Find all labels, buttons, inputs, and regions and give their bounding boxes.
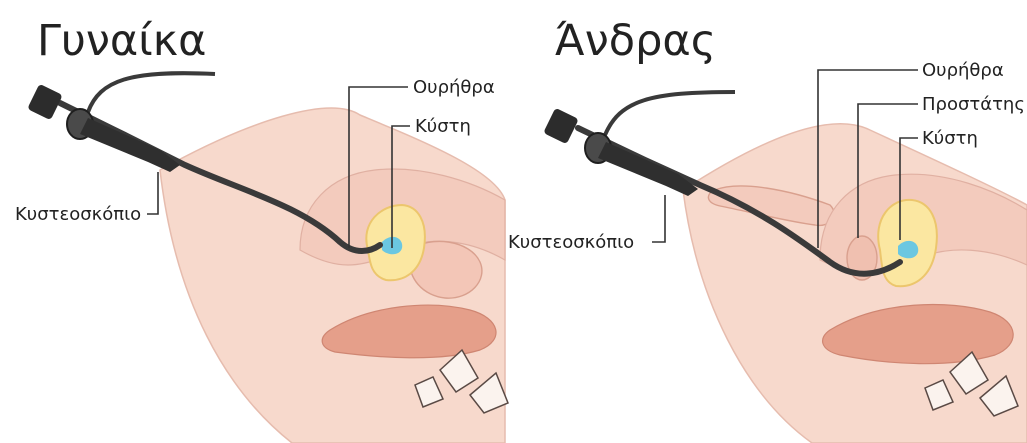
male-label-prostate: Προστάτης	[922, 94, 1025, 115]
female-label-cystoscope: Κυστεοσκόπιο	[15, 204, 141, 225]
male-cystoscope-eyepiece	[543, 108, 579, 145]
male-cystoscope-body	[598, 142, 698, 196]
male-label-urethra: Ουρήθρα	[922, 60, 1004, 81]
male-cystoscope-cable	[605, 92, 735, 135]
male-cystoscope-leader	[652, 195, 665, 242]
male-body-outline	[683, 124, 1027, 443]
female-cystoscope-eyepiece	[27, 84, 63, 121]
male-label-bladder: Κύστη	[922, 128, 978, 149]
male-label-cystoscope: Κυστεοσκόπιο	[508, 232, 634, 253]
female-cystoscope-cable	[88, 73, 215, 112]
male-title: Άνδρας	[555, 16, 716, 66]
female-cystoscope-leader	[147, 172, 158, 214]
female-label-bladder: Κύστη	[415, 116, 471, 137]
female-panel: Γυναίκα Ουρήθρα Κύστη Κυστεοσκόπιο	[15, 16, 508, 443]
female-cystoscope-body	[80, 118, 180, 172]
male-panel: Άνδρας Ουρήθρα Προστάτης Κύστη Κυστεοσκό…	[508, 16, 1027, 443]
female-title: Γυναίκα	[37, 16, 206, 66]
female-label-urethra: Ουρήθρα	[413, 77, 495, 98]
